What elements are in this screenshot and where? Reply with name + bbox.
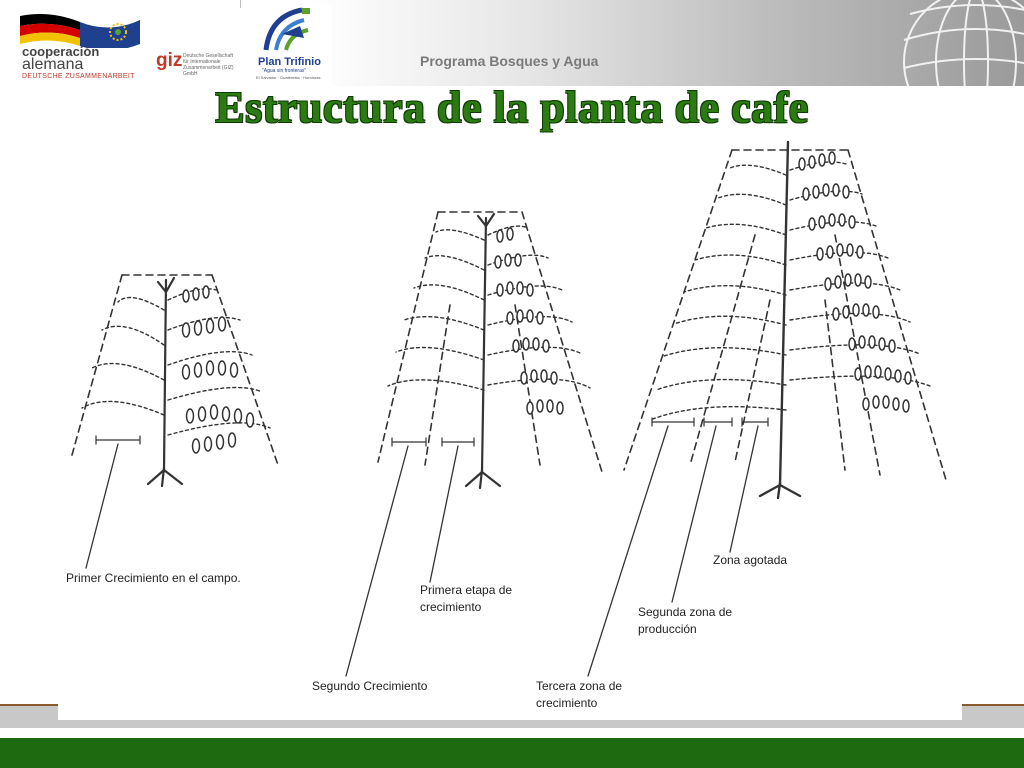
trifinio-name: Plan Trifinio bbox=[258, 56, 321, 68]
program-name: Programa Bosques y Agua bbox=[420, 53, 599, 69]
label-segunda-zona: Segunda zona de producción bbox=[638, 604, 732, 638]
coffee-plant-diagram: Primer Crecimiento en el campo. Primera … bbox=[58, 136, 962, 720]
giz-logo: giz bbox=[156, 50, 183, 71]
label-primera-etapa-line2: crecimiento bbox=[420, 600, 482, 614]
label-segunda-zona-line1: Segunda zona de bbox=[638, 605, 733, 619]
label-segundo-crecimiento: Segundo Crecimiento bbox=[312, 679, 428, 693]
giz-subtitle: Deutsche Gesellschaft für Internationale… bbox=[183, 53, 234, 77]
trifinio-emblem-icon bbox=[263, 7, 310, 51]
logo-cooperacion-text: cooperación bbox=[22, 44, 100, 59]
german-flag-logo-icon bbox=[20, 14, 140, 48]
logo-alemana-text: alemana bbox=[22, 56, 84, 73]
bottom-green-bar bbox=[0, 738, 1024, 768]
label-segunda-zona-line2: producción bbox=[638, 622, 697, 636]
trifinio-countries: El Salvador · Guatemala · Honduras bbox=[256, 75, 321, 80]
leader-lines bbox=[85, 425, 759, 677]
slide-title: Estructura de la planta de cafe bbox=[215, 83, 809, 132]
plant-2-second-growth bbox=[377, 211, 603, 490]
label-primer-crecimiento: Primer Crecimiento en el campo. bbox=[66, 571, 241, 585]
trifinio-slogan: "Agua sin fronteras" bbox=[262, 68, 307, 74]
globe-icon bbox=[903, 0, 1024, 86]
label-primera-etapa-line1: Primera etapa de bbox=[420, 583, 513, 597]
plant-1-first-growth bbox=[71, 274, 279, 488]
label-primera-etapa: Primera etapa de crecimiento bbox=[420, 582, 512, 616]
diagram-drawing bbox=[71, 140, 947, 677]
label-tercera-zona-line2: crecimiento bbox=[536, 696, 598, 710]
label-tercera-zona: Tercera zona de crecimiento bbox=[536, 678, 622, 712]
label-zona-agotada: Zona agotada bbox=[713, 553, 788, 567]
header-banner: cooperación alemana DEUTSCHE ZUSAMMENARB… bbox=[0, 0, 1024, 86]
logo-deutsche-text: DEUTSCHE ZUSAMMENARBEIT bbox=[22, 73, 135, 80]
label-tercera-zona-line1: Tercera zona de bbox=[536, 679, 623, 693]
divider bbox=[240, 0, 241, 8]
trifinio-logo-area bbox=[252, 4, 332, 86]
plant-3-third-growth bbox=[623, 140, 947, 500]
